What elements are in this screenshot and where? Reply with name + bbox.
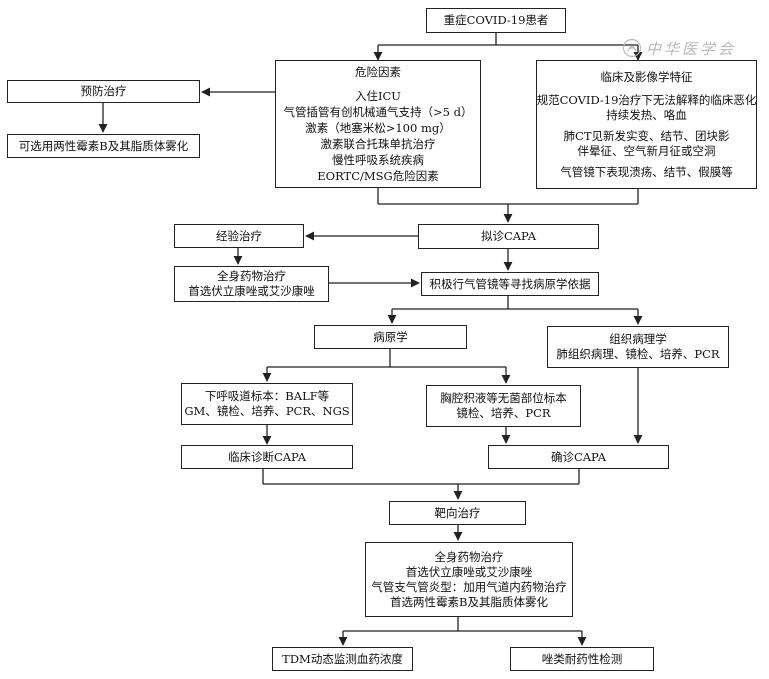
node-risk-line: 慢性呼吸系统疾病 [332,153,424,167]
node-pleural: 胸腔积液等无菌部位标本 镜检、培养、PCR [426,385,581,427]
watermark-text: 中华医学会 [646,39,737,58]
node-confirmed-dx: 确诊CAPA [488,445,669,469]
node-targeted-detail: 全身药物治疗 首选伏立康唑或艾沙康唑 气管支气管炎型：加用气道内药物治疗 首选两… [365,542,573,617]
node-empiric-detail-line: 全身药物治疗 [217,269,286,283]
watermark: 中华医学会 [622,36,752,60]
node-targeted-detail-line: 气管支气管炎型：加用气道内药物治疗 [371,579,567,594]
node-start: 重症COVID-19患者 [426,8,566,33]
node-prevent-text: 预防治疗 [80,84,127,98]
node-azole-resistance: 唑类耐药性检测 [510,647,654,671]
node-tdm-text: TDM动态监测血药浓度 [282,651,403,666]
node-risk-line: 激素联合托珠单抗治疗 [320,137,436,151]
node-pleural-line: 镜检、培养、PCR [456,406,551,420]
node-clinical-line: 伴晕征、空气新月征或空洞 [577,143,716,158]
node-etiology: 病原学 [314,325,467,349]
node-evidence: 积极行气管镜等寻找病原学依据 [421,272,599,296]
node-histo-line: 肺组织病理、镜检、培养、PCR [556,347,720,361]
node-risk-line: 激素（地塞米松>100 mg） [305,121,451,135]
node-empiric-text: 经验治疗 [216,228,262,243]
node-histo-line: 组织病理学 [609,332,667,346]
node-targeted-detail-line: 首选两性霉素B及其脂质体雾化 [390,594,548,609]
node-prevent: 预防治疗 [7,80,200,103]
node-suspect-text: 拟诊CAPA [480,229,537,243]
node-targeted: 靶向治疗 [389,501,526,525]
node-prevent-detail-text: 可选用两性霉素B及其脂质体雾化 [18,138,189,153]
watermark-seal-icon [622,38,642,58]
node-tdm: TDM动态监测血药浓度 [272,647,413,671]
node-histopathology: 组织病理学 肺组织病理、镜检、培养、PCR [547,326,729,368]
node-clinical-line: 肺CT见新发实变、结节、团块影 [563,128,730,143]
node-targeted-detail-line: 全身药物治疗 [434,549,504,564]
node-suspect-capa: 拟诊CAPA [418,224,599,249]
node-prevent-detail: 可选用两性霉素B及其脂质体雾化 [7,134,200,158]
node-evidence-text: 积极行气管镜等寻找病原学依据 [429,276,591,291]
node-confirmed-dx-text: 确诊CAPA [550,449,607,464]
node-etiology-text: 病原学 [373,329,408,344]
node-clinical-line: 规范COVID-19治疗下无法解释的临床恶化 [536,92,757,107]
node-clinical-line: 持续发热、咯血 [606,107,687,122]
node-azole-text: 唑类耐药性检测 [541,651,623,666]
node-empiric-detail-line: 首选伏立康唑或艾沙康唑 [188,284,315,298]
node-clinical-title: 临床及影像学特征 [600,69,693,84]
node-clinical-line: 气管镜下表现溃疡、结节、假膜等 [560,164,733,179]
node-clinical-dx-text: 临床诊断CAPA [227,449,307,464]
node-risk-factors: 危险因素 入住ICU 气管插管有创机械通气支持（>5 d） 激素（地塞米松>10… [275,60,481,188]
node-empiric: 经验治疗 [174,224,304,248]
node-lower-resp-line: GM、镜检、培养、PCR、NGS [184,404,350,418]
node-targeted-detail-line: 首选伏立康唑或艾沙康唑 [405,564,533,579]
node-lower-resp-line: 下呼吸道标本：BALF等 [204,389,330,403]
node-empiric-detail: 全身药物治疗 首选伏立康唑或艾沙康唑 [174,266,329,302]
node-risk-line: EORTC/MSG危险因素 [317,169,439,183]
node-start-text: 重症COVID-19患者 [443,13,549,27]
node-lower-respiratory: 下呼吸道标本：BALF等 GM、镜检、培养、PCR、NGS [181,383,353,425]
node-risk-title: 危险因素 [355,65,401,79]
node-risk-line: 气管插管有创机械通气支持（>5 d） [283,105,473,119]
node-risk-line: 入住ICU [354,89,402,103]
node-pleural-line: 胸腔积液等无菌部位标本 [440,391,567,405]
node-targeted-text: 靶向治疗 [434,505,481,520]
node-clinical-dx: 临床诊断CAPA [181,445,353,469]
node-clinical-features: 临床及影像学特征 规范COVID-19治疗下无法解释的临床恶化 持续发热、咯血 … [536,60,757,189]
